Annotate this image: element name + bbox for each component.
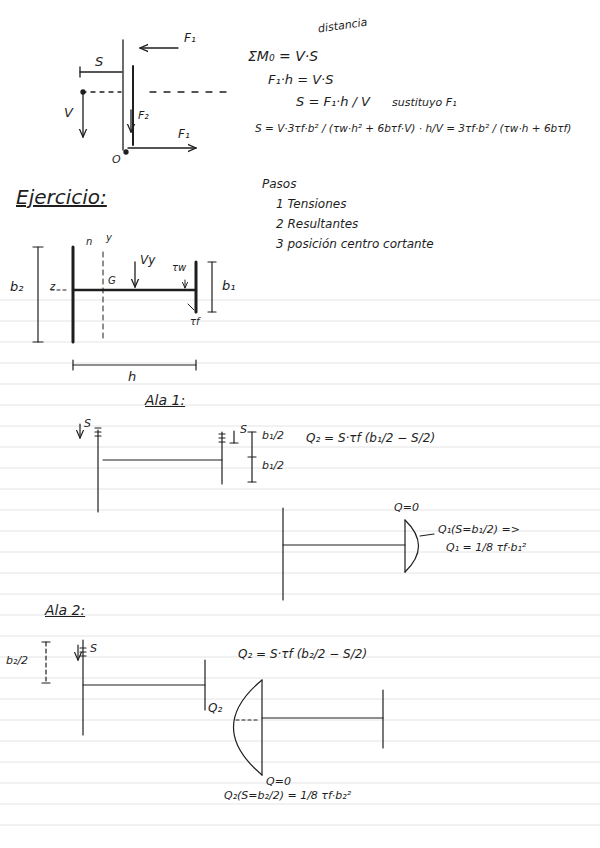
ruled-lines — [0, 300, 600, 825]
handwritten-note: 1 Tensiones — [276, 198, 346, 212]
handwritten-note: 3 posición centro cortante — [276, 238, 434, 252]
handwritten-note: ΣM₀ = V·S — [248, 48, 318, 64]
handwritten-note: Q₁ = 1/8 τf·b₁² — [446, 542, 526, 555]
handwritten-note: Q₁(S=b₁/2) => — [438, 524, 520, 537]
ala-1-sketch — [80, 424, 434, 600]
handwritten-note: F₁ — [178, 128, 190, 142]
handwritten-note: Ala 2: — [45, 602, 85, 618]
handwritten-note: S — [95, 55, 103, 70]
handwritten-note: distancia — [317, 17, 368, 36]
handwritten-note: F₁·h = V·S — [268, 73, 334, 88]
handwritten-note: y — [106, 232, 112, 244]
handwritten-note: Q₂ — [208, 702, 222, 716]
handwritten-note: Q₂ = S·τf (b₁/2 − S/2) — [306, 432, 435, 446]
handwritten-note: Q=0 — [394, 502, 419, 515]
shear-center-sketch — [80, 40, 232, 154]
handwritten-note: O — [112, 154, 121, 167]
handwritten-note: b₂ — [10, 280, 23, 295]
handwritten-note: b₁/2 — [262, 460, 284, 473]
handwritten-note: h — [128, 370, 136, 385]
handwritten-note: τw — [172, 262, 186, 274]
handwritten-note: n — [86, 236, 92, 248]
section-sketch — [33, 247, 216, 370]
handwritten-note: F₁ — [184, 32, 196, 46]
handwritten-note: S — [84, 418, 91, 431]
handwritten-note: b₁ — [222, 279, 235, 294]
handwritten-note: S = F₁·h / V — [296, 95, 370, 110]
handwritten-note: sustituyo F₁ — [392, 97, 457, 110]
handwritten-note: S — [240, 424, 247, 437]
handwritten-note: b₂/2 — [6, 655, 28, 668]
handwritten-note: b₁/2 — [262, 430, 284, 443]
handwritten-note: τf — [190, 316, 200, 328]
handwritten-note: S = V·3τf·b² / (τw·h² + 6bτf·V) · h/V = … — [255, 122, 590, 134]
handwritten-note: Q=0 — [266, 776, 291, 789]
handwritten-note: F₂ — [138, 110, 149, 123]
handwritten-note: Pasos — [262, 178, 296, 192]
handwritten-note: Q₂ = S·τf (b₂/2 − S/2) — [238, 648, 367, 662]
handwritten-note: 2 Resultantes — [276, 218, 358, 232]
handwritten-note: Q₂(S=b₂/2) = 1/8 τf·b₂² — [224, 790, 351, 803]
handwritten-note: S — [90, 643, 97, 656]
handwritten-note: Vy — [140, 254, 155, 268]
handwritten-note: z — [50, 281, 55, 293]
handwritten-note: G — [108, 275, 116, 287]
exercise-heading: Ejercicio: — [16, 186, 107, 209]
handwritten-note: V — [64, 106, 73, 121]
handwritten-note: Ala 1: — [145, 392, 185, 408]
ala-2-sketch — [42, 640, 383, 775]
